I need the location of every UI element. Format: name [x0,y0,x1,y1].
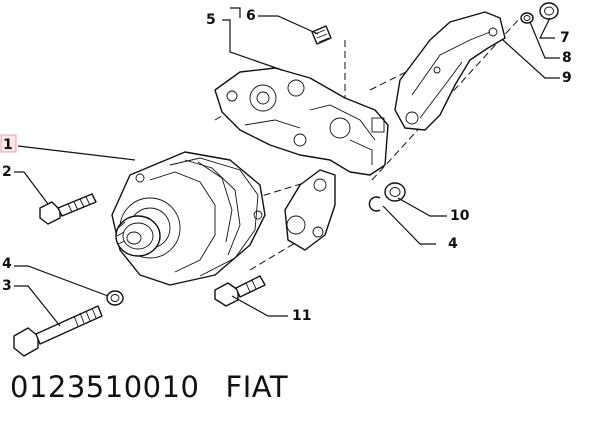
washer-part-8 [520,12,534,24]
callout-1[interactable]: 1 [3,137,13,153]
callout-7[interactable]: 7 [560,30,570,46]
callout-11[interactable]: 11 [292,308,311,324]
callout-8[interactable]: 8 [562,50,572,66]
leader-lines [14,7,560,327]
washer-part-4-lower [106,290,124,306]
brand-name: FIAT [225,370,289,404]
part-number: 0123510010 [10,370,200,404]
callout-9[interactable]: 9 [562,70,572,86]
callout-3[interactable]: 3 [2,278,12,294]
callout-2[interactable]: 2 [2,164,12,180]
bolt-part-2 [39,193,97,225]
lower-bracket [284,169,336,251]
bolt-part-11 [214,275,266,307]
callout-1-highlight [0,134,17,153]
stud-part-6 [311,25,332,45]
nut-part-7 [539,2,559,20]
washer-part-4-right [368,196,381,212]
bolt-part-3 [13,305,103,357]
callout-4-right[interactable]: 4 [448,236,458,252]
callout-5[interactable]: 5 [206,12,216,28]
alternator-part-1 [111,151,266,286]
part-caption: 0123510010 FIAT [10,370,314,404]
bracket-part-9 [394,11,506,131]
callout-10[interactable]: 10 [450,208,470,224]
nut-part-10 [384,182,406,202]
callout-6[interactable]: 6 [246,8,256,24]
support-bracket-part-5 [214,67,389,176]
callout-4-lower[interactable]: 4 [2,256,12,272]
